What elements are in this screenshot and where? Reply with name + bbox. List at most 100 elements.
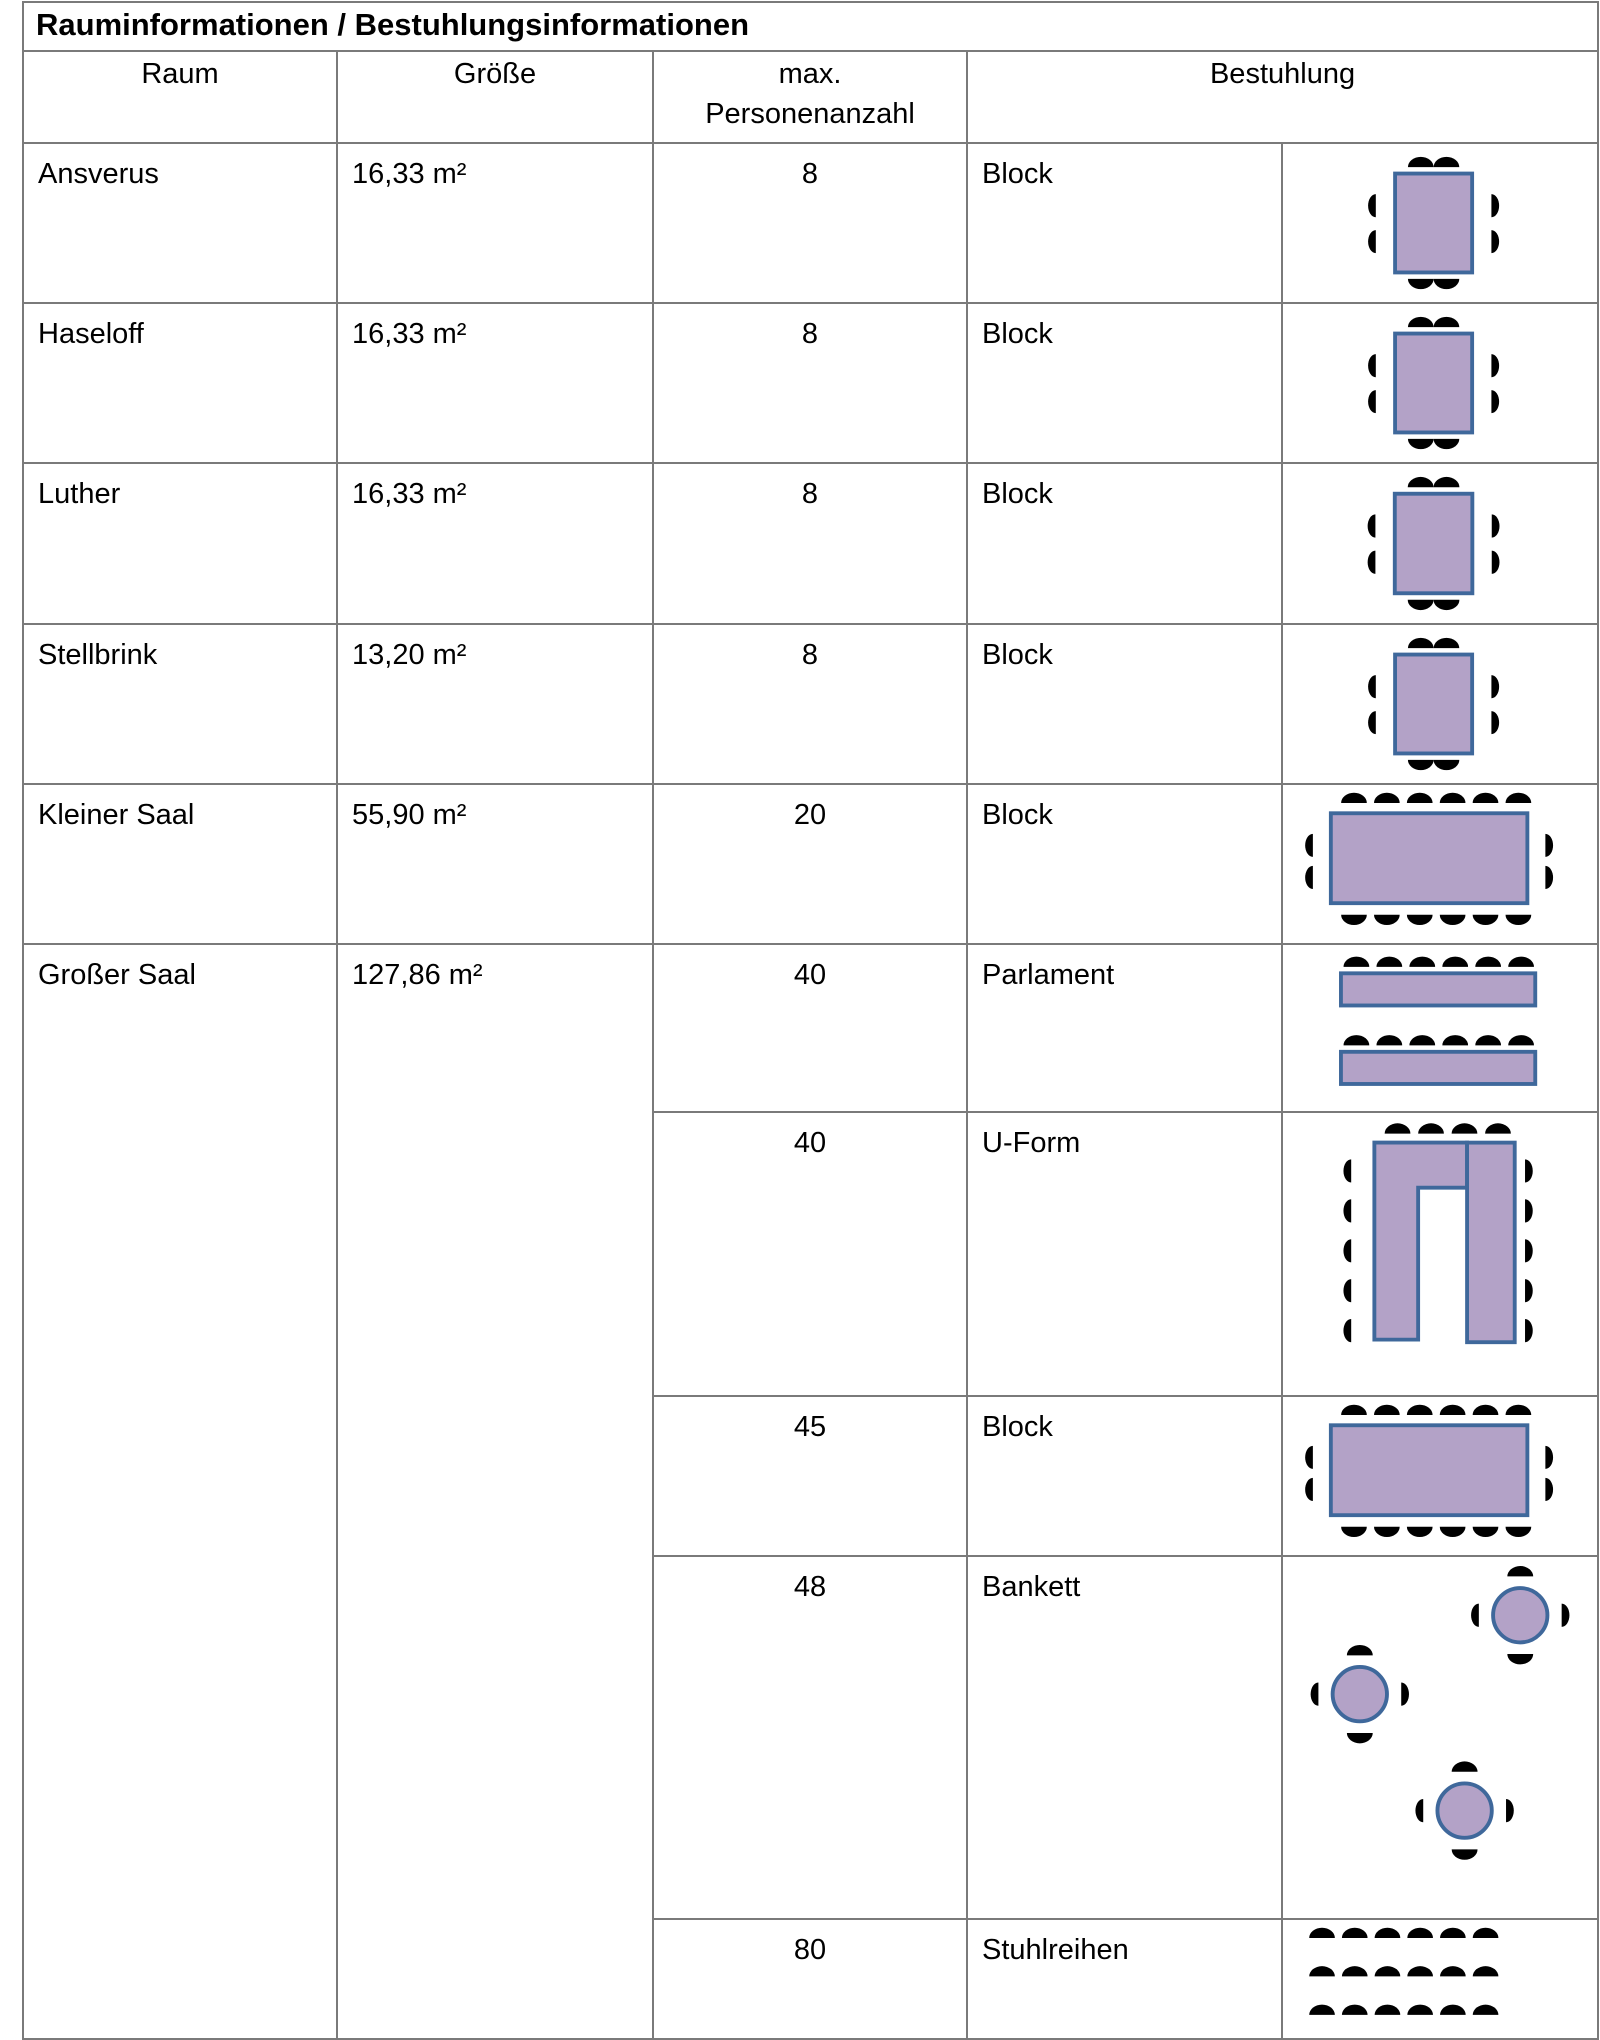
chair-icon	[1475, 956, 1502, 967]
chair-icon	[1442, 1035, 1469, 1046]
chair-icon	[1406, 914, 1433, 926]
chair-icon	[1368, 354, 1376, 378]
chair-icon	[1439, 1526, 1466, 1538]
room-name: Stellbrink	[22, 623, 338, 785]
block-large-icon	[1305, 792, 1554, 926]
chair-icon	[1545, 1477, 1554, 1502]
chair-icon	[1305, 1445, 1313, 1469]
chair-icon	[1407, 156, 1434, 168]
chair-icon	[1525, 1199, 1533, 1223]
room-size: 16,33 m²	[336, 142, 654, 304]
room-info-table: Rauminformationen / Bestuhlungsinformati…	[21, 1, 1600, 2040]
chair-icon	[1341, 1966, 1368, 1977]
chair-icon	[1442, 956, 1469, 967]
chair-icon	[1508, 956, 1534, 967]
seating-diagram	[1280, 1918, 1600, 2040]
chair-icon	[1305, 833, 1313, 857]
chair-icon	[1374, 1927, 1401, 1938]
chair-icon	[1472, 914, 1499, 926]
chair-icon	[1374, 914, 1400, 926]
round-table-shape	[1330, 1665, 1389, 1724]
chair-icon	[1407, 278, 1434, 290]
chair-icon	[1409, 1035, 1436, 1046]
header-max-line1: max.	[778, 58, 842, 90]
chair-icon	[1433, 438, 1460, 450]
block-small-icon	[1368, 156, 1500, 290]
seating-diagram	[1280, 783, 1600, 945]
chair-icon	[1506, 1798, 1514, 1823]
table-shape	[1328, 811, 1530, 906]
chair-icon	[1367, 514, 1376, 538]
table-title: Rauminformationen / Bestuhlungsinformati…	[21, 1, 1600, 52]
chair-icon	[1545, 1445, 1554, 1469]
max-persons: 45	[652, 1395, 968, 1557]
chair-icon	[1472, 1404, 1499, 1415]
seating-diagram	[1280, 462, 1600, 625]
seating-type: U-Form	[966, 1111, 1283, 1397]
max-persons: 40	[652, 943, 968, 1113]
chair-icon	[1401, 1682, 1409, 1706]
seating-type: Block	[966, 142, 1283, 304]
max-persons: 40	[652, 1111, 968, 1397]
chair-icon	[1491, 354, 1500, 378]
table-shape	[1393, 331, 1475, 435]
chair-icon	[1507, 1654, 1534, 1665]
chair-icon	[1384, 1123, 1411, 1134]
chair-icon	[1418, 1123, 1444, 1134]
seating-type: Block	[966, 623, 1283, 785]
chair-icon	[1367, 550, 1376, 574]
chair-icon	[1376, 1035, 1403, 1046]
room-name: Luther	[22, 462, 338, 625]
chair-icon	[1341, 792, 1367, 803]
chair-icon	[1433, 476, 1460, 488]
chair-icon	[1309, 2004, 1335, 2015]
table-row: Kleiner Saal 55,90 m² 20 Block	[22, 783, 1600, 945]
chair-icon	[1407, 1927, 1433, 1938]
chair-icon	[1305, 865, 1313, 890]
table-row: Ansverus 16,33 m² 8 Block	[22, 142, 1600, 304]
room-name: Haseloff	[22, 302, 338, 464]
chair-icon	[1505, 1404, 1532, 1415]
chair-icon	[1491, 390, 1500, 414]
chair-icon	[1374, 2004, 1401, 2015]
u-table-shape	[1372, 1140, 1470, 1342]
chair-icon	[1525, 1159, 1533, 1183]
chair-icon	[1433, 156, 1460, 168]
seating-diagram	[1280, 1555, 1600, 1920]
chair-icon	[1505, 792, 1532, 803]
seating-diagram	[1280, 302, 1600, 464]
chair-icon	[1491, 675, 1500, 699]
chair-icon	[1341, 1404, 1367, 1415]
chair-icon	[1407, 1966, 1433, 1977]
max-persons: 48	[652, 1555, 968, 1920]
table-row: Stellbrink 13,20 m² 8 Block	[22, 623, 1600, 785]
chair-icon	[1471, 1603, 1479, 1627]
chair-icon	[1346, 1644, 1373, 1656]
chair-icon	[1491, 194, 1500, 218]
chair-icon	[1407, 759, 1434, 771]
u-form-icon	[1343, 1123, 1533, 1345]
chair-icon	[1433, 278, 1460, 290]
seating-diagram	[1280, 1395, 1600, 1557]
chair-icon	[1491, 550, 1500, 574]
chair-icon	[1440, 1927, 1466, 1938]
table-shape	[1393, 171, 1475, 275]
table-shape	[1339, 971, 1538, 1008]
seating-diagram	[1280, 142, 1600, 304]
chair-icon	[1368, 390, 1376, 414]
seating-type: Block	[966, 302, 1283, 464]
chair-icon	[1472, 792, 1499, 803]
header-raum: Raum	[22, 50, 338, 144]
seating-type: Stuhlreihen	[966, 1918, 1283, 2040]
chair-icon	[1406, 1526, 1433, 1538]
seating-type: Block	[966, 1395, 1283, 1557]
bankett-icon	[1310, 1566, 1570, 1860]
max-persons: 8	[652, 142, 968, 304]
chair-icon	[1505, 1526, 1532, 1538]
chair-icon	[1374, 1526, 1400, 1538]
parlament-icon	[1339, 956, 1538, 1086]
table-row: 40 U-Form	[23, 1111, 1600, 1397]
table-row: 48 Bankett	[23, 1555, 1600, 1920]
table-row: Luther 16,33 m² 8 Block	[22, 462, 1600, 625]
max-persons: 20	[652, 783, 968, 945]
